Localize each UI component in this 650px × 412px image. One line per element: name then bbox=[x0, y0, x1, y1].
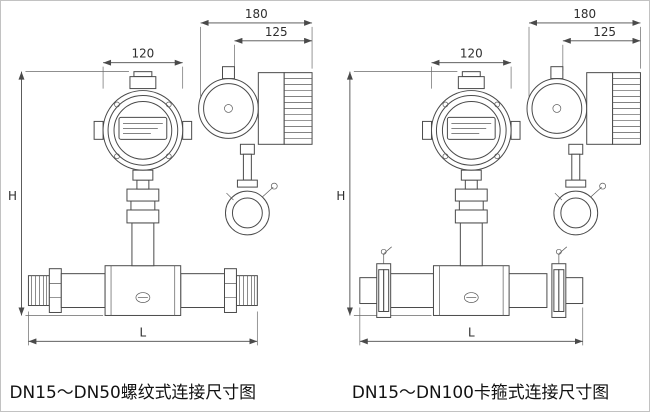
left-drawing-threaded: 120 H bbox=[8, 7, 313, 402]
side-stem bbox=[236, 143, 258, 188]
right-transmitter-front-view bbox=[422, 71, 521, 171]
right-side-view: 180 125 bbox=[526, 7, 641, 236]
dim-label-H: H bbox=[8, 189, 17, 203]
clamp-joint-right bbox=[551, 246, 568, 318]
clamp-joint-left bbox=[376, 246, 392, 318]
dim-label-L: L bbox=[468, 325, 475, 339]
dim-label-120: 120 bbox=[131, 47, 154, 61]
right-dimension-length: L bbox=[359, 307, 584, 346]
dim-label-H: H bbox=[336, 189, 345, 203]
left-dimension-length: L bbox=[28, 311, 258, 346]
dim-label-L: L bbox=[140, 325, 147, 339]
left-dimension-height: H bbox=[8, 71, 129, 316]
display-window bbox=[446, 116, 496, 140]
right-stem-unions bbox=[454, 169, 488, 267]
side-housing bbox=[257, 72, 285, 145]
dim-label-180: 180 bbox=[245, 7, 268, 21]
left-dimension-side-125: 125 bbox=[234, 25, 313, 71]
side-top-knob bbox=[550, 66, 564, 80]
left-side-view: 180 125 bbox=[198, 7, 313, 236]
dim-label-125: 125 bbox=[265, 25, 288, 39]
right-dimension-head-width: 120 bbox=[431, 47, 512, 89]
dim-label-180: 180 bbox=[573, 7, 596, 21]
left-transmitter-front-view bbox=[93, 71, 193, 171]
brand-logo-oval bbox=[135, 292, 151, 303]
left-pipe-assembly bbox=[27, 265, 258, 316]
side-stem bbox=[565, 143, 587, 188]
right-caption: DN15～DN100卡箍式连接尺寸图 bbox=[352, 382, 609, 402]
right-dimension-height: H bbox=[336, 71, 458, 316]
brand-logo-oval bbox=[463, 292, 479, 303]
left-caption: DN15～DN50螺纹式连接尺寸图 bbox=[10, 382, 257, 402]
dim-label-120: 120 bbox=[460, 47, 483, 61]
side-top-knob bbox=[222, 66, 235, 80]
side-clamp-end-view bbox=[224, 182, 278, 236]
dim-label-125: 125 bbox=[593, 25, 616, 39]
side-finned-cap bbox=[612, 72, 641, 145]
display-window bbox=[118, 116, 168, 140]
left-dimension-side-180: 180 bbox=[200, 7, 313, 97]
side-finned-cap bbox=[283, 72, 313, 145]
right-pipe-assembly bbox=[359, 246, 584, 318]
left-stem-unions bbox=[126, 169, 160, 267]
side-housing bbox=[586, 72, 614, 145]
side-clamp-end-view bbox=[553, 182, 606, 236]
right-dimension-side-125: 125 bbox=[562, 25, 641, 71]
right-drawing-clamp: 120 H bbox=[336, 7, 641, 402]
left-dimension-head-width: 120 bbox=[102, 47, 184, 89]
right-dimension-side-180: 180 bbox=[528, 7, 641, 97]
